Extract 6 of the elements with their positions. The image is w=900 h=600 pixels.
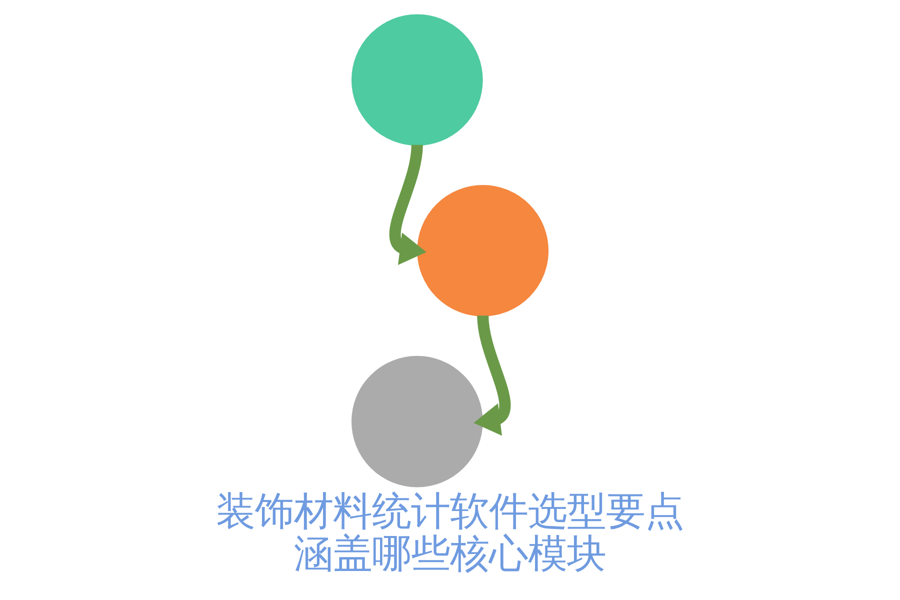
node-circle xyxy=(351,14,483,146)
node-circle xyxy=(417,185,549,316)
arrow xyxy=(474,315,511,436)
diagram-title: 装饰材料统计软件选型要点涵盖哪些核心模块 xyxy=(216,488,684,578)
arrow xyxy=(389,144,426,265)
node-circle xyxy=(351,356,483,488)
